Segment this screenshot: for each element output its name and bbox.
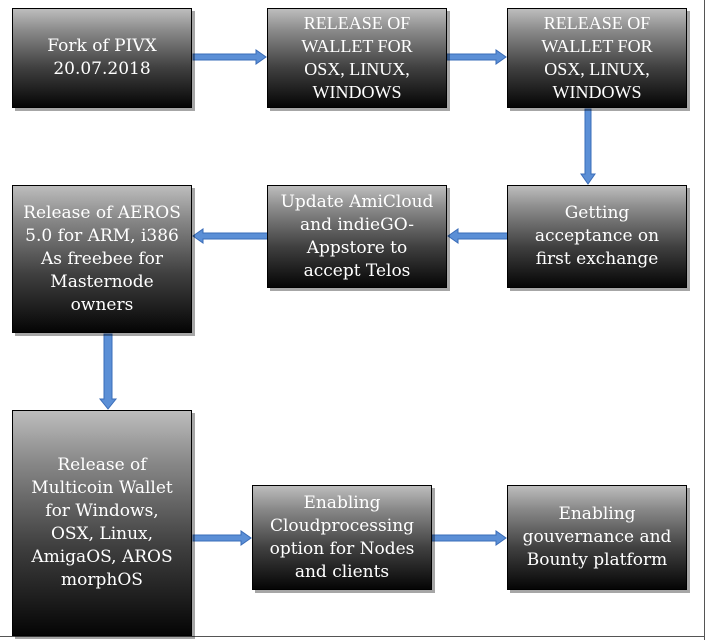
node-enabling-cloudprocessing: Enabling Cloudprocessing option for Node… bbox=[252, 485, 432, 590]
arrow-amicloud-to-aeros bbox=[192, 228, 269, 244]
node-getting-acceptance: Getting acceptance on first exchange bbox=[507, 185, 687, 288]
arrow-aeros-to-multicoin bbox=[98, 333, 118, 410]
arrow-fork-to-release1 bbox=[192, 49, 267, 65]
arrow-release1-to-release2 bbox=[446, 49, 507, 65]
arrow-multicoin-to-cloudprocessing bbox=[192, 530, 252, 546]
frame-bottom-border bbox=[0, 636, 705, 637]
node-release-of-multicoin-wallet: Release of Multicoin Wallet for Windows,… bbox=[12, 410, 192, 636]
node-release-of-aeros: Release of AEROS 5.0 for ARM, i386 As fr… bbox=[12, 185, 192, 333]
arrow-release2-to-exchange bbox=[580, 108, 596, 185]
node-release-of-wallet-2: RELEASE OF WALLET FOR OSX, LINUX, WINDOW… bbox=[507, 8, 687, 108]
frame-right-border bbox=[704, 0, 705, 640]
arrow-cloudprocessing-to-gouvernance bbox=[431, 530, 507, 546]
node-fork-of-pivx: Fork of PIVX 20.07.2018 bbox=[12, 8, 192, 108]
node-update-amicloud: Update AmiCloud and indieGO- Appstore to… bbox=[267, 185, 447, 288]
node-enabling-gouvernance: Enabling gouvernance and Bounty platform bbox=[507, 485, 687, 590]
node-release-of-wallet-1: RELEASE OF WALLET FOR OSX, LINUX, WINDOW… bbox=[267, 8, 447, 108]
